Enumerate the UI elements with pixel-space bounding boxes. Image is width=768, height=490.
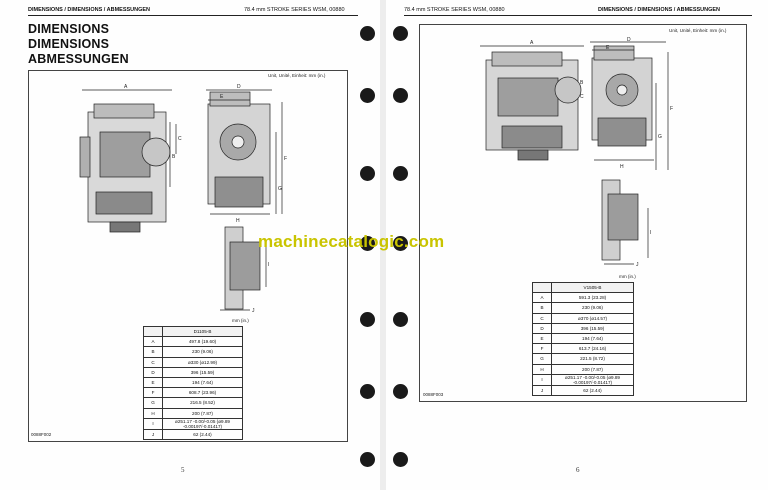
header-rule (28, 15, 358, 16)
svg-text:J: J (636, 262, 639, 268)
svg-text:B: B (172, 154, 176, 160)
binder-hole (393, 166, 408, 181)
binder-hole (360, 452, 375, 467)
svg-text:J: J (252, 308, 255, 314)
figure-frame (28, 70, 348, 442)
svg-text:I: I (268, 262, 269, 268)
svg-text:H: H (236, 218, 240, 224)
header-rule (404, 15, 752, 16)
page-title-en: DIMENSIONS (28, 22, 110, 36)
binder-hole (360, 26, 375, 41)
model-name: D1105-B (162, 325, 243, 338)
engine-dimension-drawing: A D E H F G B C I J (79, 84, 287, 314)
svg-text:E: E (220, 94, 224, 100)
model-name: V1505-B (551, 281, 634, 294)
svg-text:C: C (178, 136, 182, 142)
binder-hole (393, 26, 408, 41)
svg-text:F: F (670, 106, 673, 112)
binder-hole (393, 236, 408, 251)
page-title-de: ABMESSUNGEN (28, 52, 129, 66)
svg-text:G: G (658, 134, 662, 140)
svg-text:I: I (650, 230, 651, 236)
svg-text:F: F (284, 156, 287, 162)
table-unit: mm (in.) (619, 274, 636, 279)
binder-hole (360, 312, 375, 327)
page-title-fr: DIMENSIONS (28, 37, 110, 51)
running-header-right: DIMENSIONS / DIMENSIONS / ABMESSUNGEN (598, 7, 721, 13)
page-number: 5 (181, 466, 185, 474)
watermark: machinecatalogic.com (258, 232, 445, 251)
engine-dimension-drawing: A D E H F G B C I J (480, 37, 673, 268)
svg-text:B: B (580, 80, 584, 86)
svg-text:G: G (278, 186, 282, 192)
left-page: DIMENSIONS / DIMENSIONS / ABMESSUNGEN 78… (0, 0, 382, 490)
figure-frame (419, 24, 747, 402)
binder-hole (360, 384, 375, 399)
svg-text:C: C (580, 94, 584, 100)
figure-code: 0088F002 (31, 432, 52, 437)
binder-hole (360, 88, 375, 103)
page-number: 6 (576, 466, 580, 474)
svg-text:D: D (237, 84, 241, 90)
svg-text:D: D (627, 37, 631, 43)
table-header-row: D1105-B (143, 325, 243, 338)
binder-hole (393, 88, 408, 103)
book-spine (380, 0, 388, 490)
binder-hole (393, 452, 408, 467)
table-header-row: V1505-B (532, 281, 634, 294)
binder-hole (360, 166, 375, 181)
running-header-right: 78.4 mm STROKE SERIES WSM, 00880 (244, 7, 345, 13)
binder-hole (360, 236, 375, 251)
svg-text:E: E (606, 45, 610, 51)
binder-hole (393, 312, 408, 327)
binder-hole (393, 384, 408, 399)
right-page: 78.4 mm STROKE SERIES WSM, 00880 DIMENSI… (386, 0, 768, 490)
unit-note: Unit, Unité, Einheit: mm (in.) (268, 73, 326, 78)
svg-text:A: A (124, 84, 128, 90)
running-header-left: 78.4 mm STROKE SERIES WSM, 00880 (404, 7, 505, 13)
svg-text:H: H (620, 164, 624, 170)
figure-code: 0088F003 (423, 392, 444, 397)
svg-text:A: A (530, 40, 534, 46)
running-header-left: DIMENSIONS / DIMENSIONS / ABMESSUNGEN (28, 7, 151, 13)
table-unit: mm (in.) (232, 318, 249, 323)
unit-note: Unit, Unité, Einheit: mm (in.) (669, 28, 727, 33)
